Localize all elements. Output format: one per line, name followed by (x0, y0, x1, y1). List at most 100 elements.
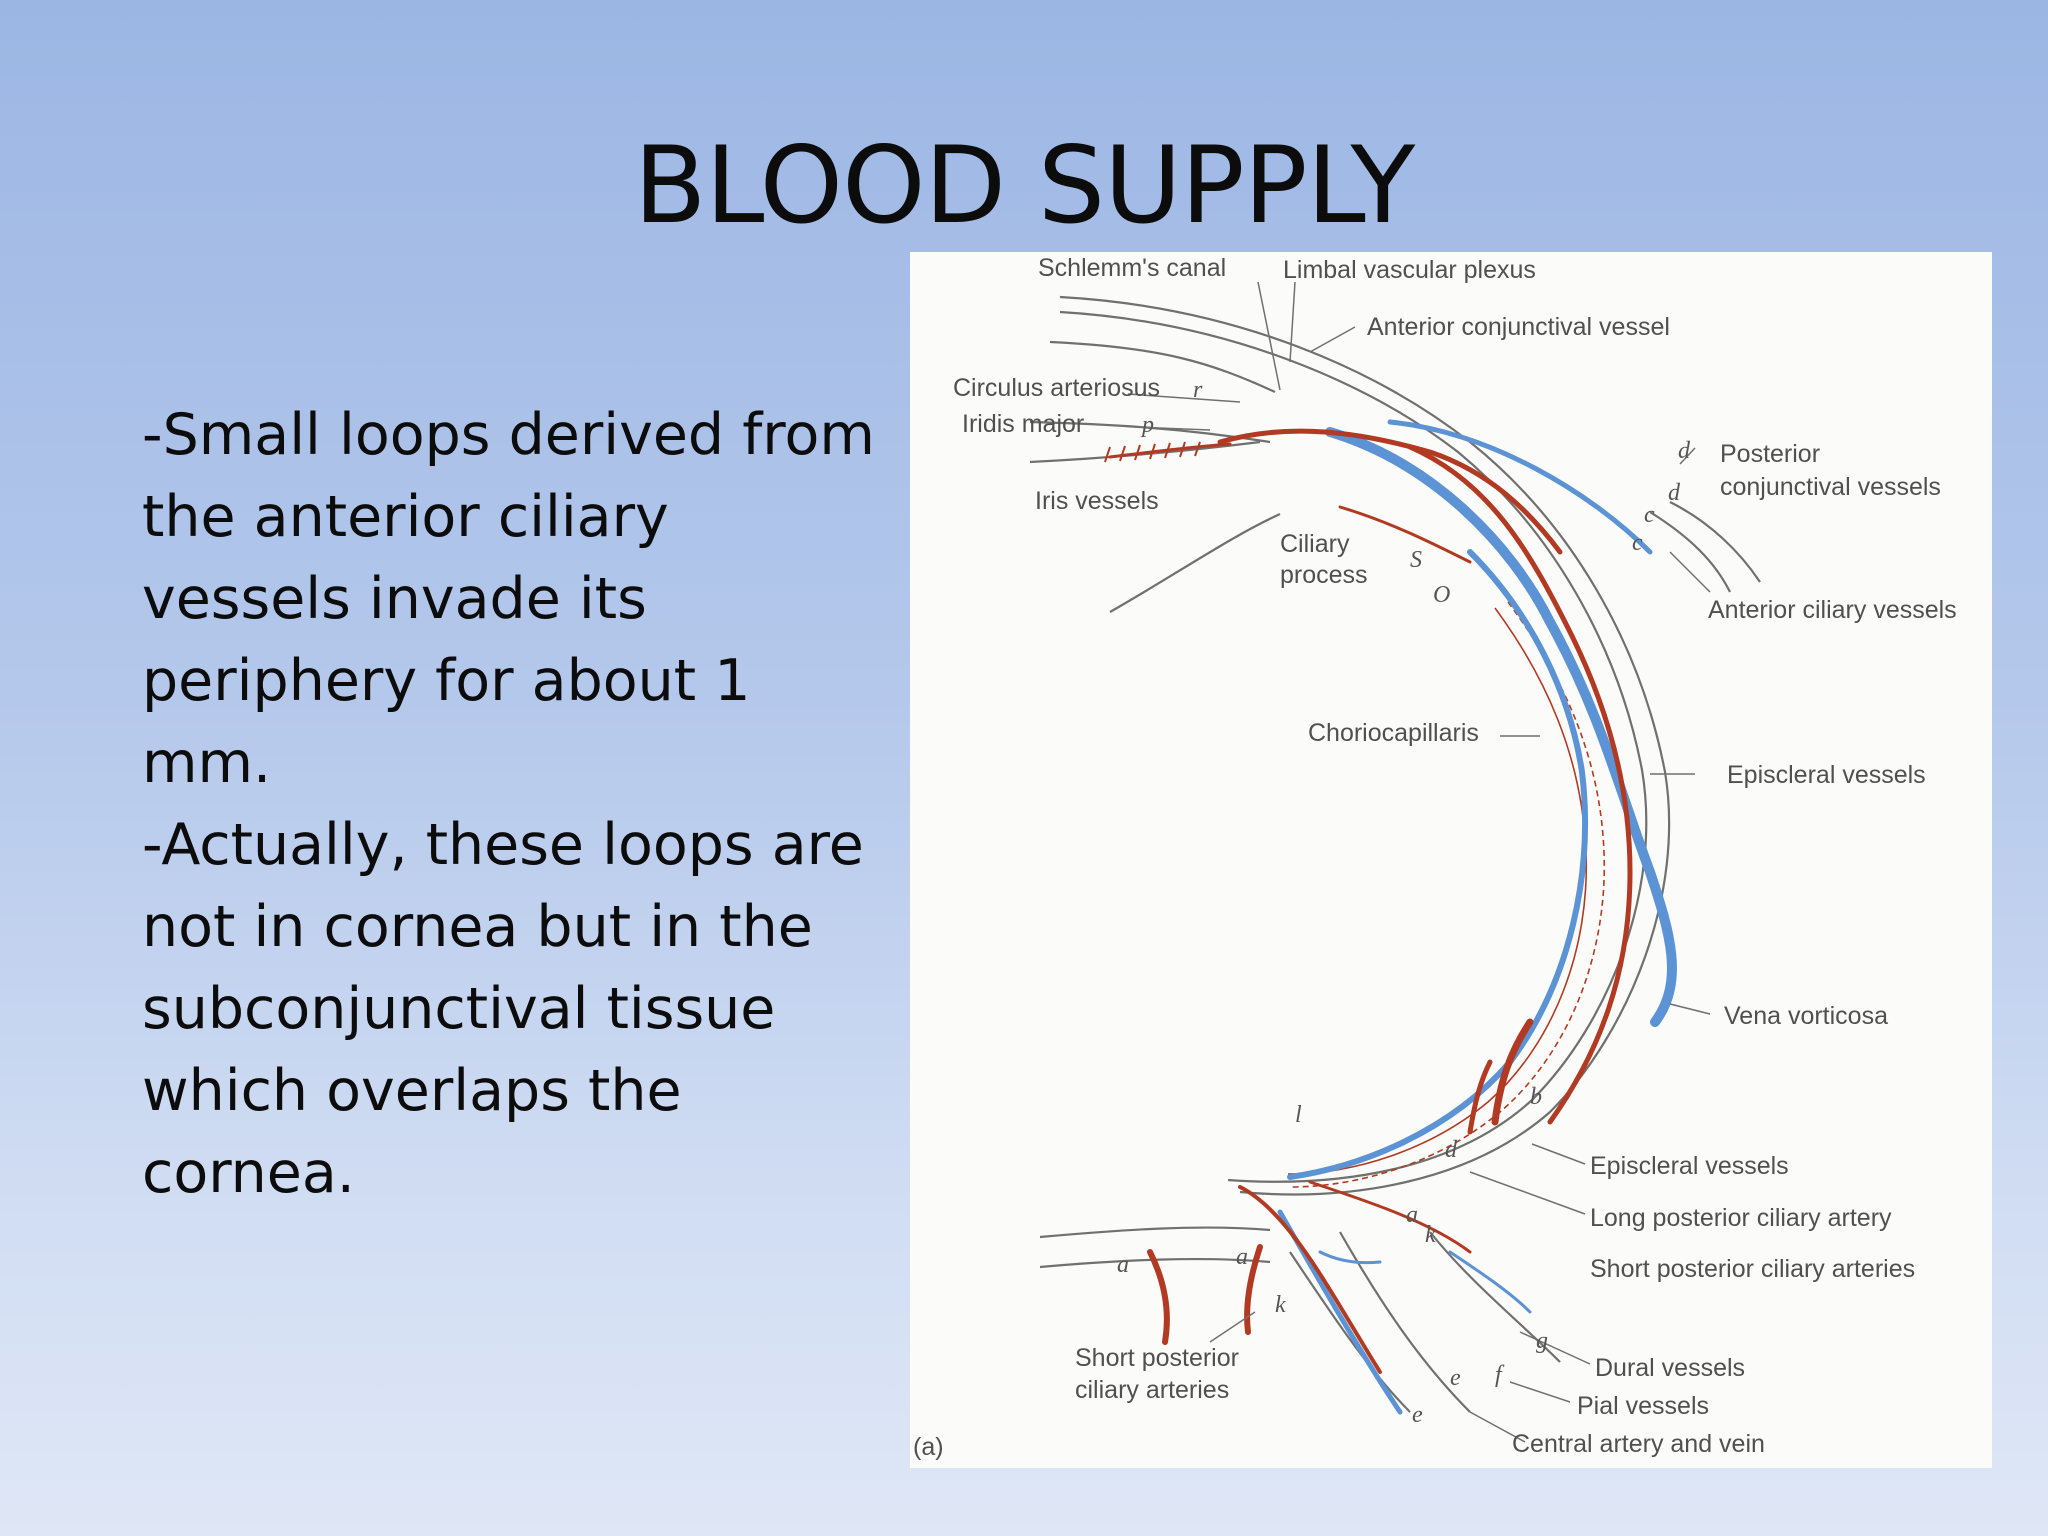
choroidal-vein (1287, 549, 1588, 1180)
letter-a-mid: a (1236, 1244, 1248, 1270)
slide-title: BLOOD SUPPLY (633, 124, 1416, 247)
label-dural-vessels: Dural vessels (1595, 1354, 1745, 1382)
leader-pial (1509, 1381, 1571, 1403)
label-long-posterior-ciliary-artery: Long posterior ciliary artery (1590, 1204, 1892, 1232)
circulus-arteriosus-vessel (1217, 428, 1563, 555)
short-posterior-ciliary-artery-right (1491, 1018, 1534, 1126)
vena-vorticosa-vessel (1325, 427, 1677, 1027)
hatch (1119, 445, 1126, 462)
hatch (1104, 446, 1111, 463)
leader-schlemm (1257, 281, 1281, 391)
label-episcleral-vessels-upper: Episcleral vessels (1727, 761, 1926, 789)
label-short-posterior: Short posterior (1075, 1344, 1239, 1372)
label-episcleral-vessels-lower: Episcleral vessels (1590, 1152, 1789, 1180)
hatch (1179, 441, 1186, 458)
leader-anterior-conjunctival (1309, 326, 1356, 353)
label-pial-vessels: Pial vessels (1577, 1392, 1709, 1420)
diagram-drawing: Schlemm's canal Limbal vascular plexus A… (913, 254, 1957, 1461)
leader-dural (1519, 1331, 1591, 1365)
pial-vein (1318, 1250, 1382, 1265)
leader-central (1469, 1411, 1526, 1443)
leader-anterior-ciliary (1669, 551, 1711, 593)
label-anterior-ciliary-vessels: Anterior ciliary vessels (1708, 596, 1957, 624)
letter-c-1: c (1644, 502, 1655, 528)
letter-d-top: d (1678, 438, 1691, 464)
central-artery (1238, 1185, 1382, 1374)
hatch (1134, 444, 1141, 461)
leader-short-posterior-left (1209, 1311, 1256, 1343)
nerve-sheath-lower (1039, 1257, 1271, 1269)
label-circulus-arteriosus: Circulus arteriosus (953, 374, 1160, 402)
leader-vena-vorticosa (1669, 1003, 1711, 1015)
label-iridis-major: Iridis major (962, 410, 1084, 438)
label-ciliary: Ciliary (1280, 530, 1350, 558)
label-choriocapillaris: Choriocapillaris (1308, 719, 1479, 747)
letter-k-right: k (1425, 1222, 1436, 1248)
optic-nerve-line-3 (1429, 1231, 1561, 1363)
cornea-line (1049, 340, 1276, 393)
leader-posterior-conjunctival (1679, 447, 1696, 465)
episcleral-artery-low (1308, 1180, 1472, 1254)
panel-label: (a) (913, 1433, 944, 1461)
letter-a-right: a (1406, 1202, 1418, 1228)
hatch (1149, 443, 1156, 460)
label-anterior-conjunctival-vessel: Anterior conjunctival vessel (1367, 313, 1670, 341)
label-limbal-vascular-plexus: Limbal vascular plexus (1283, 256, 1536, 284)
dural-vein (1448, 1250, 1532, 1314)
paragraph-small-loops: -Small loops derived from the anterior c… (142, 402, 875, 796)
letter-e-1: e (1450, 1365, 1461, 1391)
hatch (1164, 442, 1171, 459)
choriocapillaris-band (1287, 601, 1606, 1188)
iris-lower-line (1029, 440, 1261, 464)
letter-r: r (1193, 377, 1203, 403)
letter-l: l (1295, 1102, 1302, 1128)
leader-iridis (1134, 426, 1211, 431)
anterior-ciliary-vein (1387, 419, 1653, 555)
eye-blood-supply-diagram: Schlemm's canal Limbal vascular plexus A… (910, 252, 1992, 1468)
iris-vessel-hatching (1104, 441, 1201, 463)
ciliary-process-artery (1338, 505, 1472, 564)
leader-long-posterior (1531, 1143, 1586, 1165)
label-schlemms-canal: Schlemm's canal (1038, 254, 1226, 282)
leader-limbal (1289, 281, 1296, 363)
letter-g: g (1536, 1328, 1548, 1354)
outer-coat-lines (1029, 295, 1761, 1413)
letter-k-mid: k (1275, 1292, 1286, 1318)
lens-line (1109, 513, 1281, 613)
long-posterior-ciliary-artery-vessel (1407, 444, 1633, 1125)
conjunctiva-line-2 (1649, 511, 1731, 593)
capillary-loops (1289, 601, 1606, 1188)
letter-f: f (1495, 1362, 1505, 1388)
inner-sclera-line (1059, 310, 1648, 1183)
letter-e-2: e (1412, 1402, 1423, 1428)
outer-sclera-line (1059, 295, 1671, 1196)
label-vena-vorticosa: Vena vorticosa (1724, 1002, 1888, 1030)
leader-lines (1127, 281, 1711, 1443)
short-posterior-ciliary-artery-left (1147, 1249, 1170, 1345)
letter-c-2: c (1632, 530, 1643, 556)
label-conjunctival-vessels: conjunctival vessels (1720, 473, 1941, 501)
paragraph-actually: -Actually, these loops are not in cornea… (142, 812, 864, 1206)
optic-nerve-line-1 (1289, 1251, 1411, 1413)
leader-short-posterior-right (1469, 1171, 1586, 1215)
short-posterior-ciliary-artery-mid (1244, 1244, 1263, 1335)
label-ciliary-arteries: ciliary arteries (1075, 1376, 1229, 1404)
letter-d-low: d (1445, 1137, 1458, 1163)
label-process: process (1280, 561, 1368, 589)
letter-d-top-2: d (1668, 480, 1681, 506)
letter-o: O (1433, 582, 1450, 608)
optic-nerve-line-2 (1339, 1231, 1471, 1413)
capillary-inner (1287, 607, 1588, 1175)
letter-s: S (1410, 547, 1422, 573)
leader-circulus (1127, 393, 1241, 403)
nerve-sheath-upper (1039, 1226, 1271, 1239)
body-text: -Small loops derived from the anterior c… (142, 394, 882, 1214)
arteries (1108, 428, 1633, 1374)
letter-p: p (1140, 412, 1154, 438)
label-iris-vessels: Iris vessels (1035, 487, 1159, 515)
conjunctiva-line (1669, 501, 1761, 583)
letter-a-left: a (1117, 1252, 1129, 1278)
letter-b: b (1530, 1084, 1542, 1110)
label-posterior: Posterior (1720, 440, 1820, 468)
label-short-posterior-ciliary-arteries-right: Short posterior ciliary arteries (1590, 1255, 1915, 1283)
